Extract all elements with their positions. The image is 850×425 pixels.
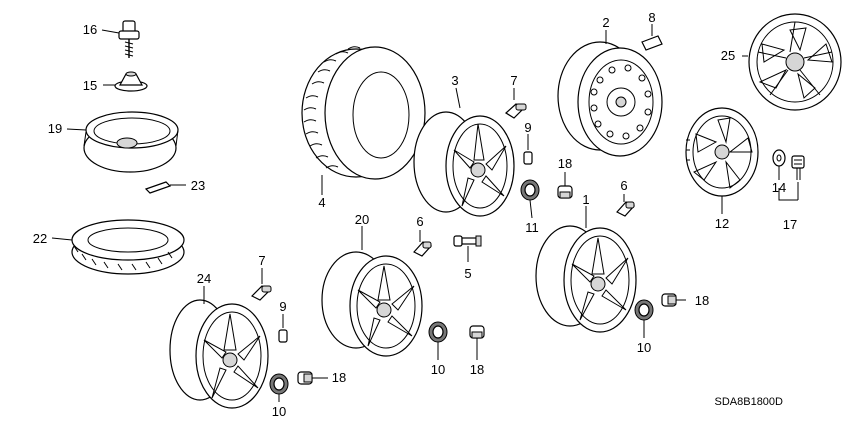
callout-11: 11 [525, 220, 539, 235]
valve-stem-7b [250, 268, 272, 301]
center-cap-10a [269, 373, 289, 402]
center-cap-10c [634, 299, 654, 338]
valve-stem-5 [453, 235, 482, 262]
callout-12: 12 [715, 216, 729, 231]
lug-nut-18a [557, 172, 573, 199]
balance-weight-9b [278, 314, 288, 343]
valve-stem-6b [413, 230, 432, 257]
callout-9a: 9 [524, 120, 531, 135]
balance-weight-9a [523, 134, 533, 165]
callout-8: 8 [648, 10, 655, 25]
center-cap-10b [428, 321, 448, 360]
callout-7a: 7 [510, 73, 517, 88]
center-cap-11 [520, 179, 540, 219]
callout-14: 14 [772, 180, 786, 195]
callout-10c: 10 [637, 340, 651, 355]
callout-23: 23 [191, 178, 205, 193]
lug-nut-18c [469, 325, 485, 360]
spare-tire-clip [144, 181, 186, 194]
callout-7b: 7 [258, 253, 265, 268]
callout-25: 25 [721, 48, 735, 63]
callout-22: 22 [33, 231, 47, 246]
spare-tire [51, 219, 185, 275]
callout-6a: 6 [620, 178, 627, 193]
callout-10a: 10 [272, 404, 286, 419]
spare-cone-nut [103, 71, 148, 92]
callout-18b: 18 [332, 370, 346, 385]
callout-2: 2 [602, 15, 609, 30]
callout-6b: 6 [416, 214, 423, 229]
callout-9b: 9 [279, 299, 286, 314]
alloy-wheel-24 [169, 286, 269, 409]
callout-1: 1 [582, 192, 589, 207]
spare-tire-bolt [101, 20, 140, 58]
callout-5: 5 [464, 266, 471, 281]
callout-20: 20 [355, 212, 369, 227]
lug-nut-18d [661, 293, 686, 307]
callout-24: 24 [197, 271, 211, 286]
wheel-cover-bolt [778, 155, 805, 201]
wheel-cover-washer [772, 149, 786, 180]
callout-17: 17 [783, 217, 797, 232]
callout-10b: 10 [431, 362, 445, 377]
callout-16: 16 [83, 22, 97, 37]
valve-stem-6a [616, 194, 635, 217]
balance-weight-8 [641, 24, 663, 51]
callout-18d: 18 [695, 293, 709, 308]
callout-18c: 18 [470, 362, 484, 377]
valve-stem-7a [505, 88, 527, 119]
alloy-wheel-3 [413, 87, 515, 217]
lug-nut-18b [297, 371, 328, 385]
wheel-cover-25 [742, 13, 842, 111]
alloy-wheel-1 [535, 206, 637, 333]
steel-wheel [557, 30, 663, 157]
alloy-wheel-20 [321, 226, 423, 357]
callout-18a: 18 [558, 156, 572, 171]
spare-wheel [66, 111, 179, 173]
callout-4: 4 [318, 195, 325, 210]
wheel-cover-12 [685, 107, 759, 214]
diagram-code: SDA8B1800D [715, 396, 784, 408]
callout-3: 3 [451, 73, 458, 88]
tire [301, 46, 426, 195]
callout-15: 15 [83, 78, 97, 93]
callout-19: 19 [48, 121, 62, 136]
